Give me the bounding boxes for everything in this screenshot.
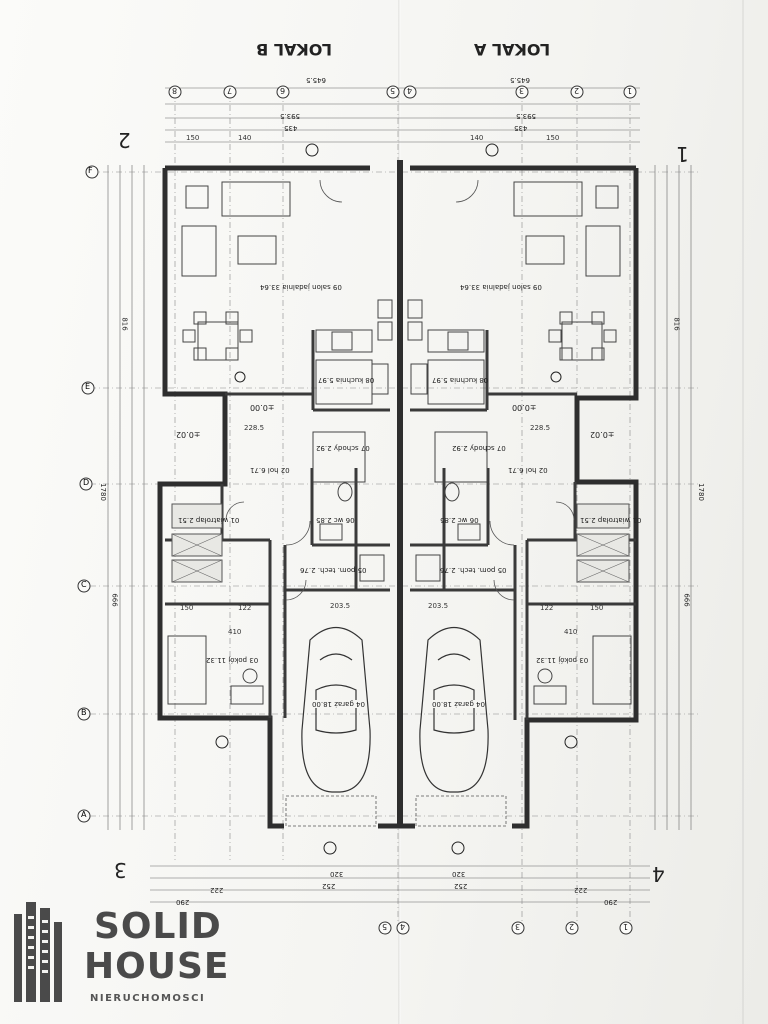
room-label-b-hall: 02 hol 6.71: [250, 466, 290, 474]
svg-text:150: 150: [180, 604, 193, 612]
logo-line-house: HOUSE: [84, 946, 230, 987]
room-label-a-kitchen: 08 kuchnia 5.97: [432, 376, 489, 384]
dim-bottom-5: 290: [176, 898, 190, 906]
room-label-a-garage: 04 garaż 18.00: [432, 700, 486, 708]
dim-right-816: 816: [672, 317, 681, 331]
room-label-a-tech: 05 pom. tech. 2.76: [440, 566, 507, 574]
dim-bottom-4: 320: [452, 870, 466, 878]
svg-text:203.5: 203.5: [330, 602, 350, 610]
section-mark-4: 4: [652, 862, 665, 886]
unit-a-title: LOKAL A: [474, 40, 551, 59]
axis-3: 3: [519, 86, 525, 95]
axis-2: 2: [574, 86, 580, 95]
room-label-b-stairs: 07 schody 2.92: [316, 444, 370, 452]
room-label-a-bedroom: 03 pokój 11.32: [536, 656, 589, 664]
axis-1: 1: [627, 86, 633, 95]
axis-8: 8: [172, 86, 178, 95]
car-icon: [301, 627, 489, 793]
svg-text:150: 150: [546, 134, 559, 142]
dim-bottom-3: 252: [454, 882, 468, 890]
axis-c: C: [81, 580, 87, 589]
dim-top-b3: 435: [284, 124, 298, 132]
axis-5: 5: [390, 86, 396, 95]
svg-text:150: 150: [186, 134, 199, 142]
room-label-b-tech: 05 pom. tech. 2.76: [300, 566, 367, 574]
dim-right-666: 666: [682, 593, 691, 607]
dim-left-666: 666: [110, 593, 119, 607]
dim-top-a2: 593.5: [516, 112, 537, 120]
axis-6: 6: [280, 86, 286, 95]
room-label-b-bedroom: 03 pokój 11.32: [206, 656, 259, 664]
dim-left-total: 1780: [98, 483, 107, 501]
section-mark-3: 3: [114, 858, 127, 882]
axis-bottom-5: 5: [382, 922, 388, 931]
dim-top-a: 645.5: [510, 76, 531, 84]
level-b-entry: ±0.02: [176, 430, 201, 439]
svg-text:122: 122: [540, 604, 553, 612]
room-label-a-stairs: 07 schody 2.92: [452, 444, 506, 452]
section-mark-2: 2: [118, 128, 131, 152]
svg-text:410: 410: [228, 628, 241, 636]
room-label-a-vestibule: 01 wiatrołap 2.51: [580, 516, 642, 524]
svg-text:122: 122: [238, 604, 251, 612]
svg-text:228.5: 228.5: [530, 424, 550, 432]
dim-bottom-2: 252: [322, 882, 336, 890]
axis-b: B: [81, 708, 87, 717]
building-logo-icon: [14, 902, 62, 1002]
svg-text:203.5: 203.5: [428, 602, 448, 610]
room-label-b-wc: 06 wc 2.85: [316, 516, 355, 524]
axis-bottom-3: 3: [515, 922, 521, 931]
axis-d: D: [83, 478, 90, 487]
axis-a: A: [81, 810, 87, 819]
dim-bottom-6: 290: [604, 898, 618, 906]
unit-b-title: LOKAL B: [256, 40, 332, 59]
axis-e: E: [85, 382, 91, 391]
svg-text:410: 410: [564, 628, 577, 636]
level-a-main: ±0.00: [512, 403, 537, 412]
dim-right-total: 1780: [696, 483, 705, 501]
dim-bottom-8: 222: [574, 886, 588, 894]
section-mark-1: 1: [676, 142, 689, 166]
dim-top-a3: 435: [514, 124, 528, 132]
svg-text:140: 140: [470, 134, 483, 142]
room-label-a-hall: 02 hol 6.71: [508, 466, 548, 474]
level-b-main: ±0.00: [250, 403, 275, 412]
level-a-entry: ±0.02: [590, 430, 615, 439]
axis-7: 7: [227, 86, 233, 95]
dim-top-b: 645.5: [306, 76, 327, 84]
axis-f: F: [88, 166, 93, 175]
paper-fold-edge: [742, 0, 744, 1024]
dim-left-816: 816: [120, 317, 129, 331]
svg-text:228.5: 228.5: [244, 424, 264, 432]
dim-bottom-7: 222: [210, 886, 224, 894]
room-label-b-garage: 04 garaż 18.00: [312, 700, 366, 708]
axis-bottom-2: 2: [569, 922, 575, 931]
dim-bottom-1: 320: [330, 870, 344, 878]
svg-text:150: 150: [590, 604, 603, 612]
axis-bottom-1: 1: [623, 922, 629, 931]
dim-top-b2: 593.5: [280, 112, 301, 120]
room-label-b-kitchen: 08 kuchnia 5.97: [318, 376, 375, 384]
svg-text:140: 140: [238, 134, 251, 142]
logo-line-solid: SOLID: [94, 906, 222, 947]
room-label-a-living: 09 salon jadalnia 33.64: [460, 283, 542, 291]
room-label-a-wc: 06 wc 2.85: [440, 516, 479, 524]
room-label-b-living: 09 salon jadalnia 33.64: [260, 283, 342, 291]
room-label-b-vestibule: 01 wiatrołap 2.51: [178, 516, 240, 524]
axis-bottom-4: 4: [400, 922, 406, 931]
logo-subtitle: NIERUCHOMOSCI: [90, 993, 206, 1004]
axis-4: 4: [407, 86, 413, 95]
